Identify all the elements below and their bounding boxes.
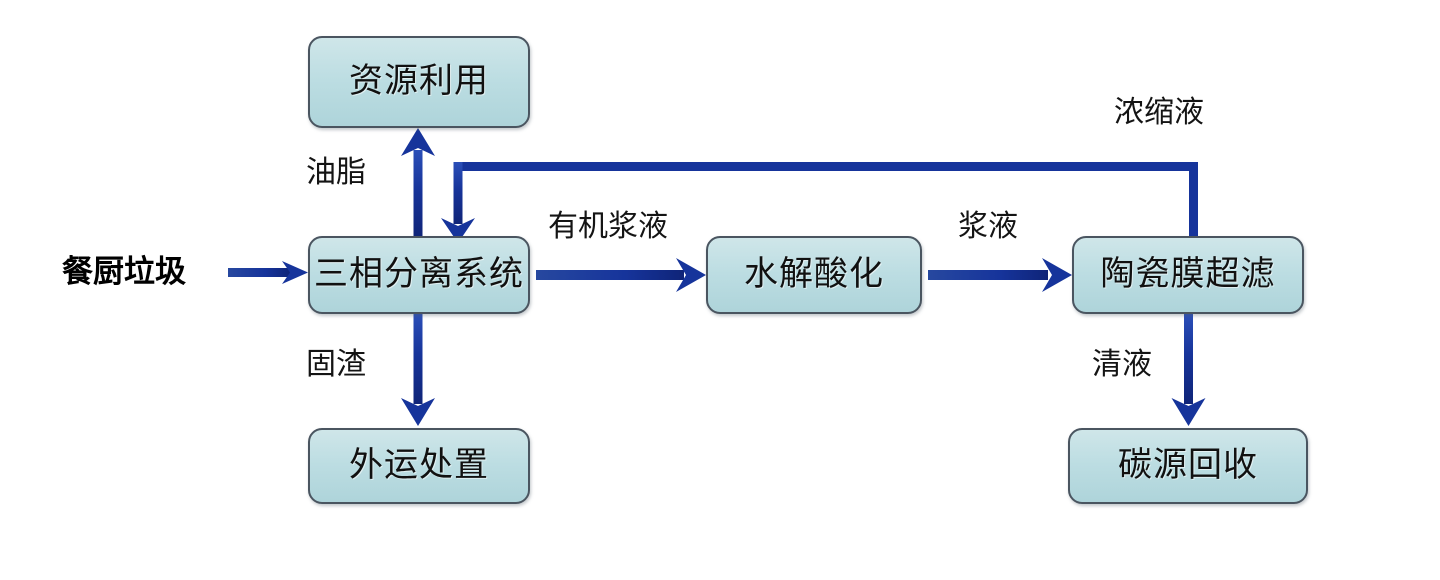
arrow-separation-to-hydrolysis (536, 258, 706, 292)
node-ceramic-membrane-ultrafiltration[interactable]: 陶瓷膜超滤 (1072, 236, 1304, 314)
edge-label-organic-slurry: 有机浆液 (548, 210, 668, 243)
arrow-membrane-recycle-to-separation (441, 162, 1198, 243)
edge-label-concentrate: 浓缩液 (1114, 96, 1204, 129)
arrow-separation-to-resource (401, 128, 435, 238)
arrow-separation-to-disposal (401, 314, 435, 426)
arrow-membrane-to-carbon-recovery (1171, 314, 1206, 426)
arrow-waste-to-separation (228, 261, 308, 284)
arrow-hydrolysis-to-membrane (928, 258, 1072, 292)
node-label-carbon-source-recovery: 碳源回收 (1118, 447, 1258, 484)
node-external-transport-disposal[interactable]: 外运处置 (308, 428, 530, 504)
node-carbon-source-recovery[interactable]: 碳源回收 (1068, 428, 1308, 504)
edge-label-solid-residue: 固渣 (306, 348, 366, 381)
node-label-external-transport-disposal: 外运处置 (349, 447, 489, 484)
node-label-hydrolysis-acidification: 水解酸化 (744, 256, 884, 293)
source-label-kitchen-waste: 餐厨垃圾 (62, 254, 186, 289)
node-label-resource-utilization: 资源利用 (349, 63, 489, 100)
node-label-ceramic-membrane-ultrafiltration: 陶瓷膜超滤 (1100, 256, 1276, 293)
node-hydrolysis-acidification[interactable]: 水解酸化 (706, 236, 922, 314)
edge-label-clear-liquid: 清液 (1092, 348, 1152, 381)
node-resource-utilization[interactable]: 资源利用 (308, 36, 530, 128)
node-three-phase-separation[interactable]: 三相分离系统 (308, 236, 530, 314)
edge-label-slurry: 浆液 (958, 210, 1018, 243)
node-label-three-phase-separation: 三相分离系统 (314, 256, 524, 293)
edge-label-grease: 油脂 (306, 156, 366, 189)
